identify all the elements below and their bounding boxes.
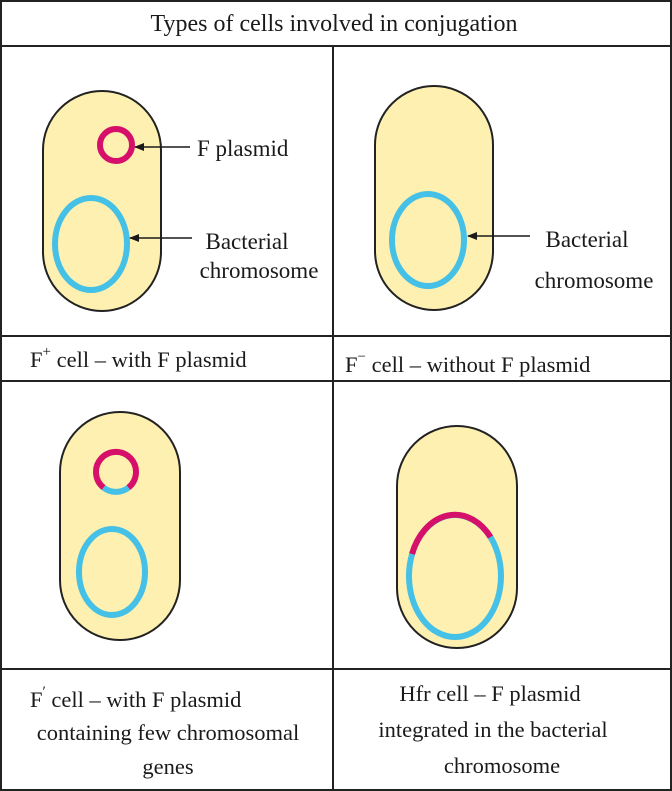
bacterial-chromosome (76, 526, 148, 618)
bacterial-chromosome (52, 195, 130, 293)
caption-f-prime-line2: containing few chromosomal (37, 720, 299, 745)
panel-hfr: Hfr cell – F plasmid integrated in the b… (378, 425, 608, 778)
caption-hfr-line2: integrated in the bacterial (378, 717, 607, 742)
chromosome-label-line2: chromosome (200, 258, 319, 283)
integrated-f-plasmid (409, 511, 494, 555)
bacterial-cell (374, 85, 494, 311)
caption-f-plus: F+ cell – with F plasmid (30, 344, 247, 372)
plasmid-chromosomal-genes (101, 485, 131, 495)
bacterial-cell (59, 411, 181, 641)
caption-f-prime-line3: genes (142, 754, 193, 779)
chromosome-label-line1: Bacterial (205, 229, 288, 254)
chromosome-label-line2: chromosome (535, 268, 654, 293)
panel-f-prime: F′ cell – with F plasmid containing few … (30, 411, 299, 779)
bacterial-cell (396, 425, 518, 649)
caption-hfr-line3: chromosome (444, 753, 560, 778)
caption-hfr-line1: Hfr cell – F plasmid (399, 681, 580, 706)
f-plasmid-label: F plasmid (197, 136, 289, 161)
caption-f-minus: F− cell – without F plasmid (345, 349, 590, 377)
panel-f-plus: F plasmid Bacterial chromosome F+ cell –… (30, 90, 319, 372)
f-prime-plasmid (93, 448, 139, 490)
chromosome-label-line1: Bacterial (545, 227, 628, 252)
f-plasmid (97, 126, 135, 164)
panel-f-minus: Bacterial chromosome F− cell – without F… (345, 85, 654, 377)
bacterial-chromosome (389, 191, 467, 289)
figure-title: Types of cells involved in conjugation (151, 11, 518, 37)
caption-f-prime-line1: F′ cell – with F plasmid (30, 684, 241, 712)
